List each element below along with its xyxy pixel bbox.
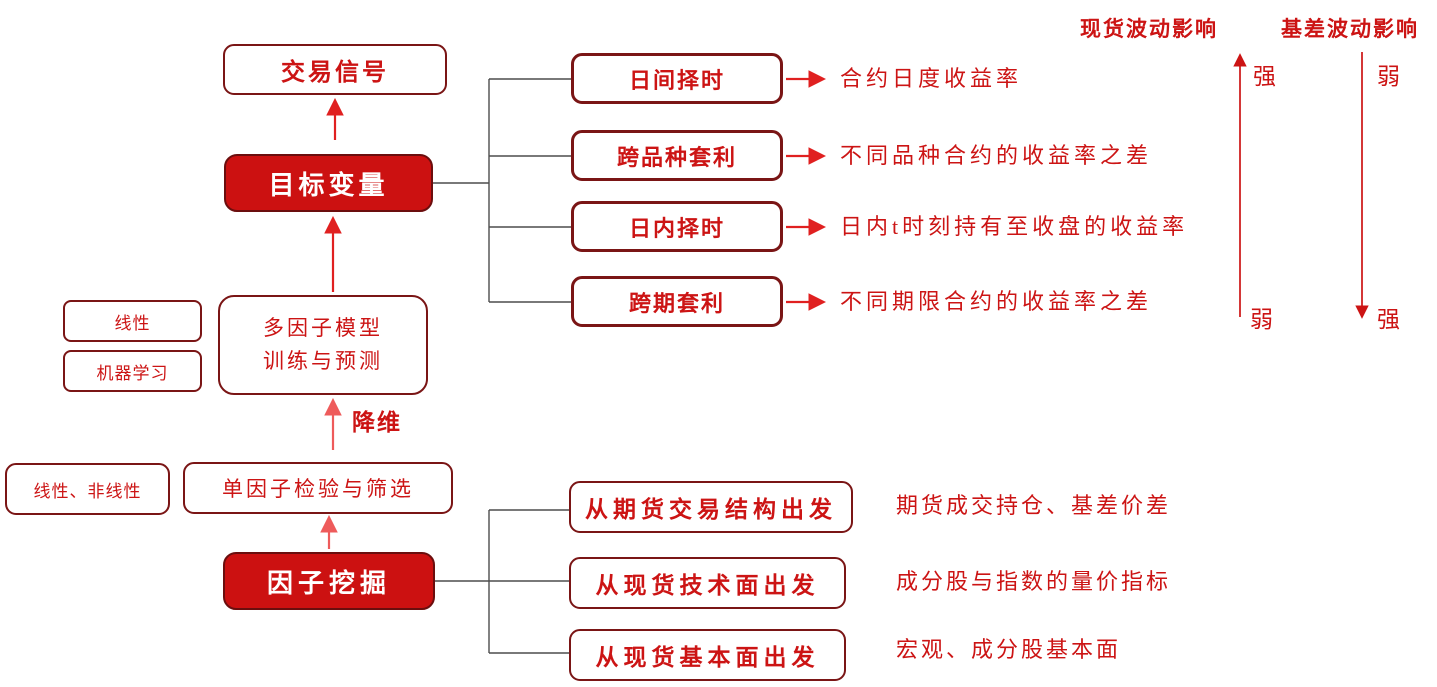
source-desc: 成分股与指数的量价指标 bbox=[896, 569, 1172, 594]
top-bracket-connector bbox=[433, 78, 571, 303]
multifactor-model-line1: 多因子模型 bbox=[263, 316, 383, 341]
factor-mining-box: 因子挖掘 bbox=[223, 552, 435, 610]
multifactor-model-line2: 训练与预测 bbox=[263, 349, 383, 373]
basis-volatility-header: 基差波动影响 bbox=[1281, 17, 1419, 41]
dim-reduction-label: 降维 bbox=[352, 410, 402, 435]
basis-strong-label: 强 bbox=[1377, 307, 1400, 332]
target-desc: 合约日度收益率 bbox=[840, 66, 1023, 91]
target-desc: 日内t时刻持有至收盘的收益率 bbox=[840, 214, 1189, 239]
multifactor-model-box: 多因子模型 训练与预测 bbox=[218, 295, 428, 395]
target-box: 日间择时 bbox=[571, 53, 783, 104]
target-variable-box: 目标变量 bbox=[224, 154, 433, 212]
target-box: 日内择时 bbox=[571, 201, 783, 252]
target-box: 跨期套利 bbox=[571, 276, 783, 327]
spot-weak-label: 弱 bbox=[1250, 307, 1273, 332]
source-box: 从现货基本面出发 bbox=[569, 629, 846, 681]
linear-box: 线性 bbox=[63, 300, 202, 342]
target-desc: 不同期限合约的收益率之差 bbox=[840, 289, 1153, 314]
bottom-bracket-connector bbox=[435, 509, 569, 654]
machine-learning-box: 机器学习 bbox=[63, 350, 202, 392]
source-desc: 宏观、成分股基本面 bbox=[896, 637, 1122, 662]
basis-weak-label: 弱 bbox=[1377, 64, 1400, 89]
source-desc: 期货成交持仓、基差价差 bbox=[896, 493, 1172, 518]
target-desc: 不同品种合约的收益率之差 bbox=[840, 143, 1153, 168]
spot-strong-label: 强 bbox=[1253, 64, 1276, 89]
single-factor-box: 单因子检验与筛选 bbox=[183, 462, 453, 514]
trade-signal-box: 交易信号 bbox=[223, 44, 447, 95]
linear-nonlinear-box: 线性、非线性 bbox=[5, 463, 170, 515]
source-box: 从期货交易结构出发 bbox=[569, 481, 853, 533]
spot-volatility-header: 现货波动影响 bbox=[1080, 17, 1218, 41]
source-box: 从现货技术面出发 bbox=[569, 557, 846, 609]
target-box: 跨品种套利 bbox=[571, 130, 783, 181]
